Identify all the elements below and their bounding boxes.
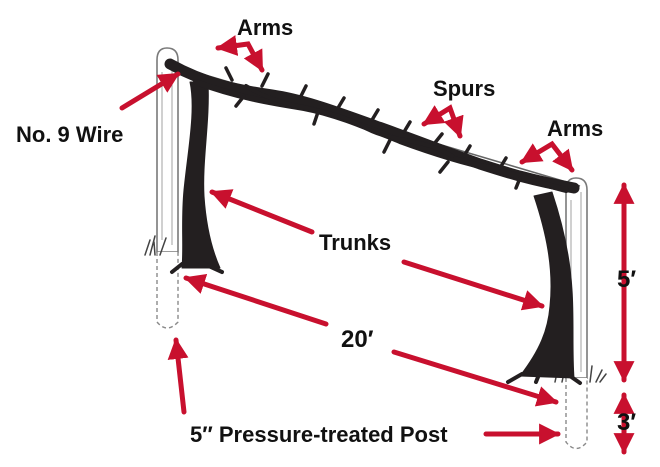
spurs-arrow — [421, 104, 464, 139]
annotation-arrows — [119, 35, 635, 455]
label-depth: 3′ — [617, 409, 637, 436]
wire-arrow — [119, 71, 181, 111]
post-arrow-up — [167, 337, 189, 415]
label-spurs: Spurs — [433, 76, 496, 101]
span-arrow-left — [183, 273, 329, 327]
arms-right-arrow — [519, 140, 575, 173]
arms-left-arrow — [215, 35, 265, 73]
label-span: 20′ — [341, 326, 374, 353]
grapevine-illustration — [164, 58, 582, 385]
trunks-arrow-left — [209, 189, 315, 235]
trunks-arrow-right — [401, 259, 545, 311]
label-arms-right: Arms — [547, 116, 604, 141]
left-post-icon — [156, 47, 179, 329]
label-post: 5″ Pressure-treated Post — [190, 422, 448, 447]
span-arrow-right — [391, 349, 559, 407]
label-trunks: Trunks — [319, 230, 392, 255]
label-arms-left: Arms — [237, 15, 294, 40]
label-height: 5′ — [617, 266, 637, 293]
label-wire: No. 9 Wire — [16, 122, 124, 147]
